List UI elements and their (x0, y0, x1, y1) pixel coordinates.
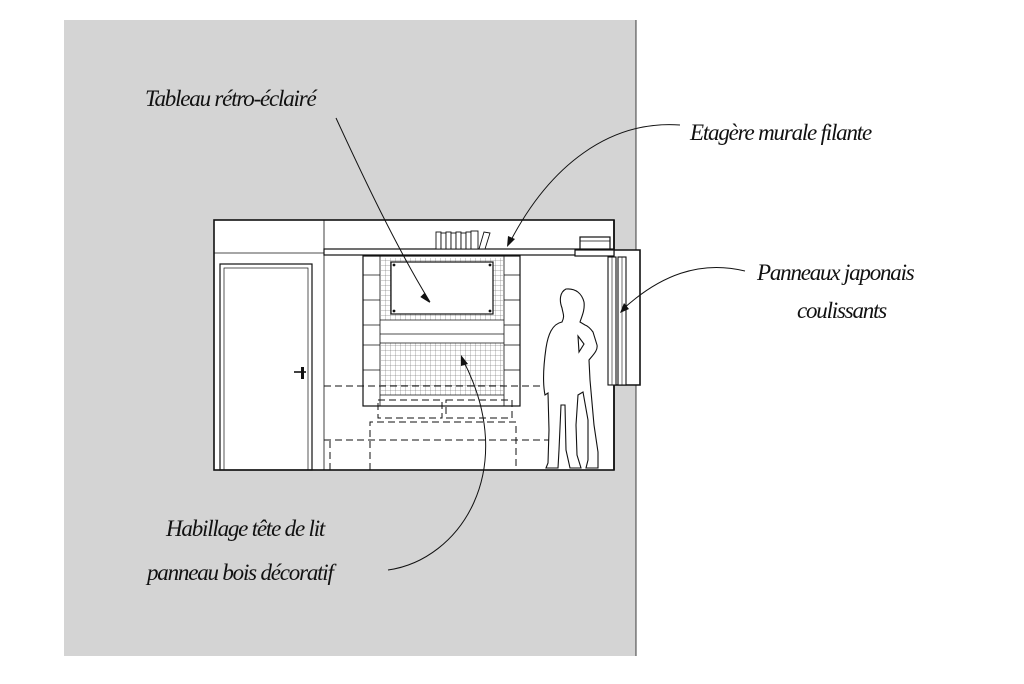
sliding-panels (607, 256, 627, 386)
leader-headboard (387, 359, 487, 571)
label-backlit-panel: Tableau rétro-éclairé (145, 86, 318, 111)
leader-panels (621, 267, 746, 311)
wall-shelf (323, 230, 615, 257)
label-headboard-line2: panneau bois décoratif (145, 560, 337, 585)
shelf-box (579, 236, 611, 250)
label-japanese-panels-line1: Panneaux japonais (756, 260, 915, 285)
person-silhouette (542, 288, 599, 469)
label-wall-shelf: Etagère murale filante (689, 120, 872, 145)
headboard-texture-lower (381, 343, 503, 395)
door (219, 263, 313, 471)
leader-shelf (509, 124, 681, 243)
leader-arrows (335, 117, 746, 571)
backlit-panel (390, 261, 494, 315)
leader-backlit (335, 117, 431, 303)
label-japanese-panels-line2: coulissants (797, 298, 887, 323)
door-handle-icon (294, 367, 306, 379)
books (435, 230, 491, 250)
label-headboard-line1: Habillage tête de lit (165, 516, 326, 541)
